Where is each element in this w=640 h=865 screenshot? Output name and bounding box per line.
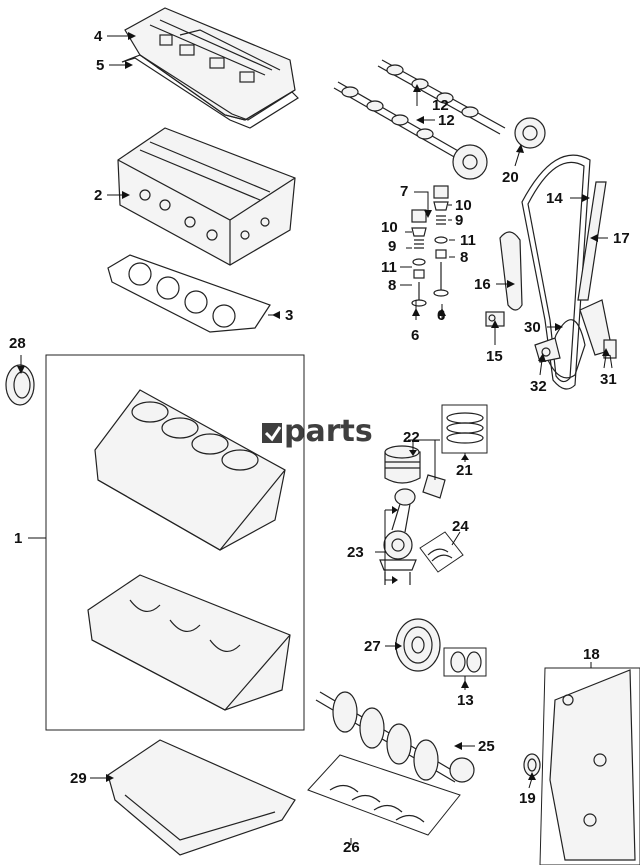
head-gasket[interactable] (107, 254, 271, 333)
rod-bearings-box (419, 531, 464, 573)
piston[interactable] (384, 445, 421, 484)
oil-pump-guide[interactable] (534, 337, 561, 363)
callout-18: 18 (583, 646, 600, 663)
callout-9b: 9 (388, 238, 396, 255)
crankshaft[interactable] (315, 691, 475, 783)
callout-29: 29 (70, 770, 87, 787)
crankshaft-sprocket[interactable] (450, 651, 482, 673)
main-bearings-box (307, 754, 461, 836)
callout-16: 16 (474, 276, 491, 293)
watermark-text: parts (284, 414, 373, 449)
callout-6a: 6 (411, 327, 419, 344)
valvetrain-left[interactable] (411, 209, 427, 307)
callout-28: 28 (9, 335, 26, 352)
cam-sprocket-lower[interactable] (452, 144, 488, 180)
valve-cover-gasket[interactable] (121, 54, 299, 129)
callout-25: 25 (478, 738, 495, 755)
rod-bearings[interactable] (427, 548, 453, 562)
timing-chain[interactable] (521, 154, 591, 390)
oil-pump-chain[interactable] (547, 319, 586, 379)
callout-12b: 12 (438, 112, 455, 129)
rear-main-seal[interactable] (5, 364, 35, 406)
camshaft-exhaust[interactable] (333, 81, 461, 159)
piston-rings[interactable] (446, 412, 484, 444)
main-bearings[interactable] (329, 784, 425, 823)
callout-3: 3 (285, 307, 293, 324)
callout-11b: 11 (381, 259, 397, 276)
callout-27: 27 (364, 638, 381, 655)
callout-10b: 10 (381, 219, 398, 236)
callout-12a: 12 (432, 97, 449, 114)
cylinder-head[interactable] (117, 127, 296, 266)
short-block-box (45, 354, 305, 731)
timing-cover-box (539, 667, 640, 865)
callout-21: 21 (456, 462, 473, 479)
valvetrain-right[interactable] (433, 185, 449, 297)
callout-10a: 10 (455, 197, 472, 214)
oil-pump-tensioner[interactable] (579, 299, 617, 359)
callout-17: 17 (613, 230, 630, 247)
callout-32: 32 (530, 378, 547, 395)
ev-logo-icon (262, 423, 282, 443)
lower-crankcase[interactable] (87, 574, 291, 711)
chain-guide[interactable] (577, 181, 607, 301)
crankshaft-pulley[interactable] (395, 618, 441, 672)
callout-20: 20 (502, 169, 519, 186)
callout-5: 5 (96, 57, 104, 74)
engine-block[interactable] (94, 389, 286, 551)
callout-19: 19 (519, 790, 536, 807)
watermark: parts (262, 414, 373, 449)
timing-cover[interactable] (549, 669, 636, 861)
oil-pan[interactable] (107, 739, 296, 856)
callout-8b: 8 (388, 277, 396, 294)
valve-cover[interactable] (124, 7, 296, 121)
callout-9a: 9 (455, 212, 463, 229)
callout-15: 15 (486, 348, 503, 365)
callout-24: 24 (452, 518, 469, 535)
callout-23: 23 (347, 544, 364, 561)
piston-pin[interactable] (422, 474, 446, 499)
callout-6b: 6 (437, 307, 445, 324)
callout-26: 26 (343, 839, 360, 856)
callouts: 4 5 2 3 28 1 12 12 20 14 17 16 15 30 32 … (9, 28, 630, 856)
arrowheads (17, 32, 610, 782)
callout-11a: 11 (460, 232, 476, 249)
callout-2: 2 (94, 187, 102, 204)
connecting-rod[interactable] (379, 488, 417, 585)
callout-31: 31 (600, 371, 617, 388)
callout-8a: 8 (460, 249, 468, 266)
piston-rings-box (441, 404, 488, 454)
callout-13: 13 (457, 692, 474, 709)
tensioner-arm[interactable] (499, 231, 523, 311)
cam-sprocket-upper[interactable] (514, 117, 546, 149)
callout-7: 7 (400, 183, 408, 200)
callout-14: 14 (546, 190, 563, 207)
camshaft-intake[interactable] (377, 59, 506, 135)
callout-22: 22 (403, 429, 420, 446)
callout-30: 30 (524, 319, 541, 336)
callout-1: 1 (14, 530, 22, 547)
callout-4: 4 (94, 28, 103, 45)
